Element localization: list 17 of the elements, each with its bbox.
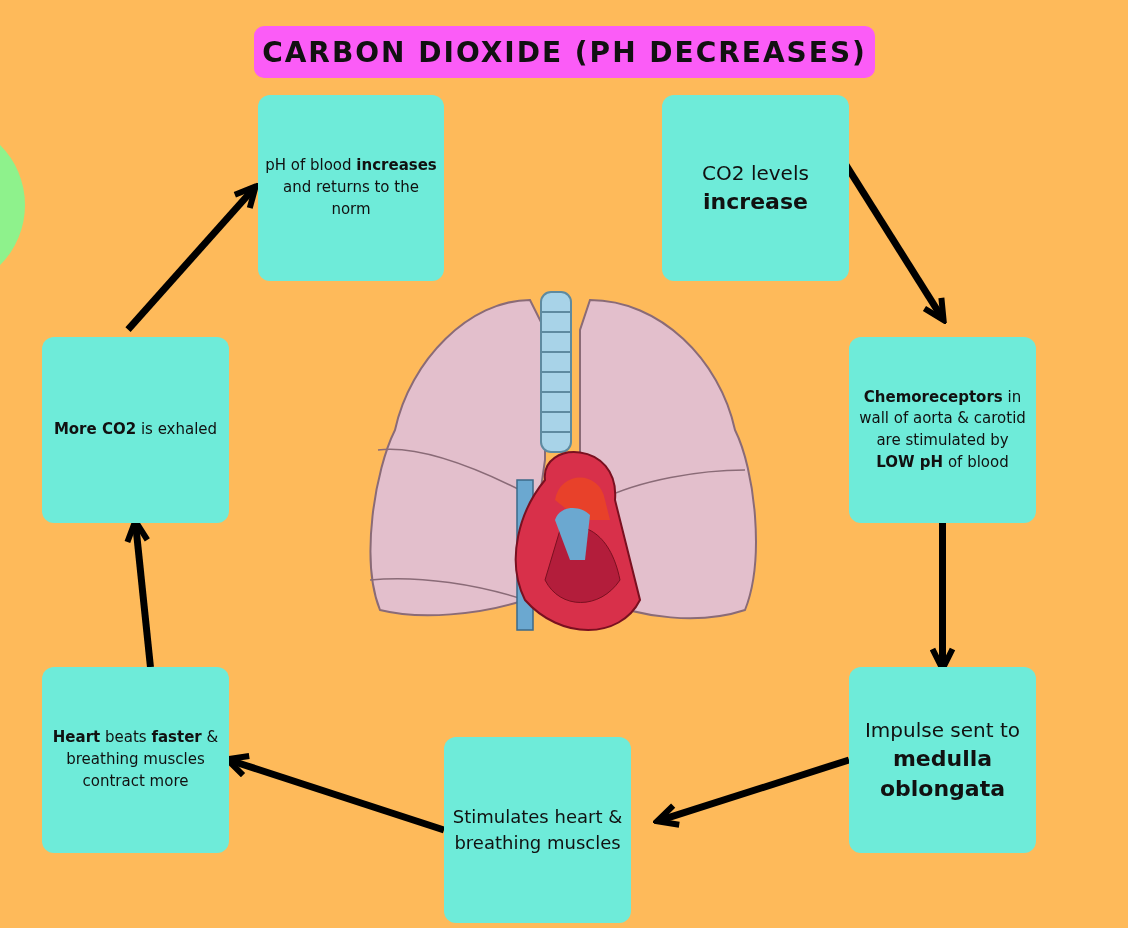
process-box (444, 737, 631, 923)
process-box (258, 95, 444, 281)
process-box (849, 337, 1036, 523)
step-text: Impulse sent to medulla oblongata (863, 716, 1022, 803)
process-box (849, 667, 1036, 853)
arrow (654, 756, 851, 828)
process-box (42, 337, 229, 523)
process-box (662, 95, 849, 281)
step-text: Stimulates heart & breathing muscles (451, 804, 624, 855)
arrow (125, 183, 259, 332)
step-text: CO2 levels increase (701, 159, 810, 216)
step-text: pH of blood increases and returns to the norm (264, 155, 438, 220)
step-text: Heart beats faster & breathing muscles contract more (51, 727, 220, 792)
step-text: Chemoreceptors in wall of aorta & carotid are stimulated by LOW pH of blood (858, 386, 1027, 473)
process-box (42, 667, 229, 853)
step-text: More CO2 is exhaled (53, 419, 218, 441)
title: CARBON DIOXIDE (PH DECREASES) (262, 35, 867, 69)
